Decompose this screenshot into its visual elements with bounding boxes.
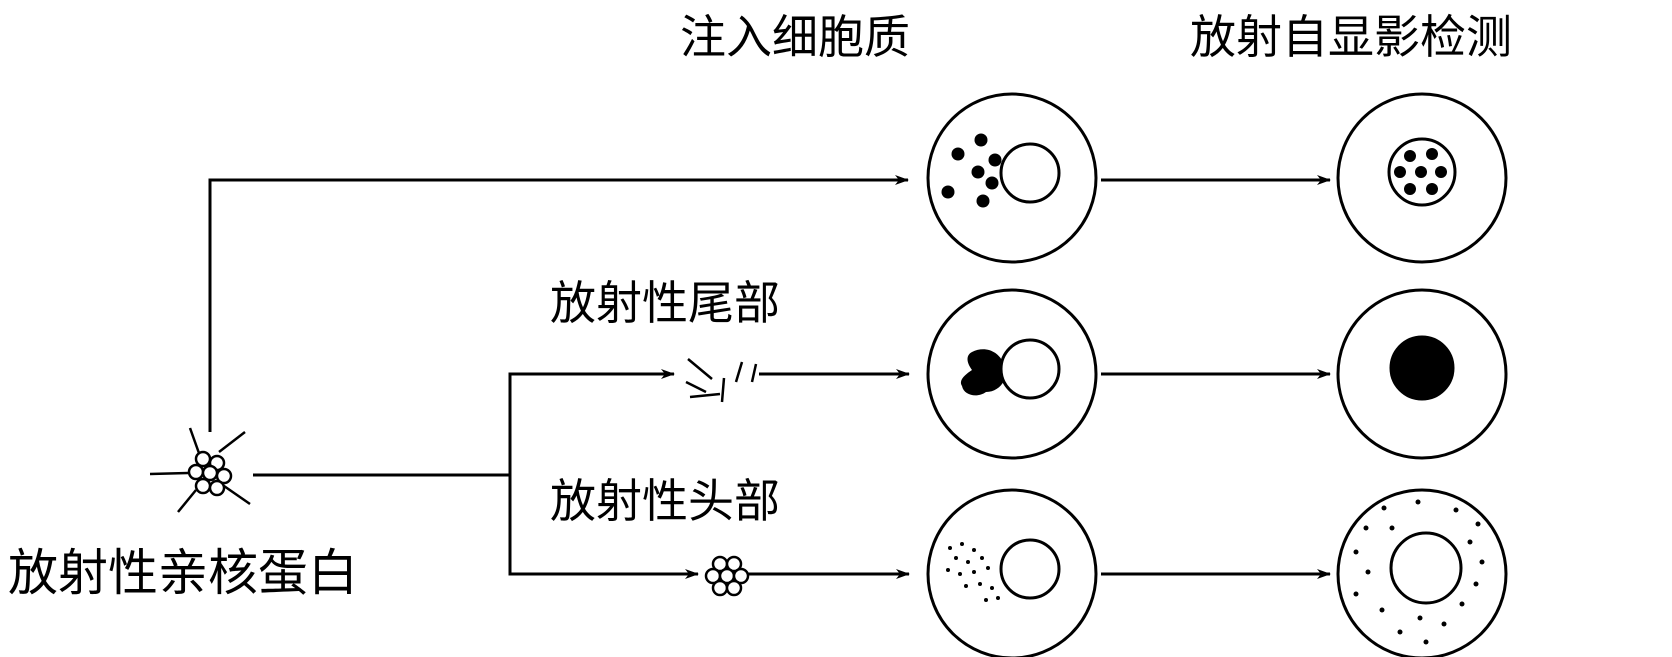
label-radioactive-head: 放射性头部 (550, 474, 780, 528)
result-cell-tail (1336, 288, 1508, 460)
label-radioactive-tail: 放射性尾部 (550, 276, 780, 330)
nucleoplasmin-icon (149, 427, 251, 513)
injected-cell-head (926, 488, 1098, 657)
injected-cell-tail (926, 288, 1098, 460)
radioactive-head-cluster-icon (704, 555, 750, 597)
route-head-first (508, 475, 699, 579)
label-radioactive-nucleophilic-protein: 放射性亲核蛋白 (8, 544, 358, 602)
radioactive-tail-fragments-icon (685, 358, 758, 403)
header-autoradiography: 放射自显影检测 (1190, 10, 1512, 64)
result-cell-head (1336, 488, 1508, 657)
route-whole-protein (208, 175, 909, 432)
header-inject-cytoplasm: 注入细胞质 (680, 10, 910, 64)
result-cell-whole-protein (1336, 92, 1508, 264)
injected-cell-whole-protein (926, 92, 1098, 264)
route-tail-first (508, 369, 675, 475)
